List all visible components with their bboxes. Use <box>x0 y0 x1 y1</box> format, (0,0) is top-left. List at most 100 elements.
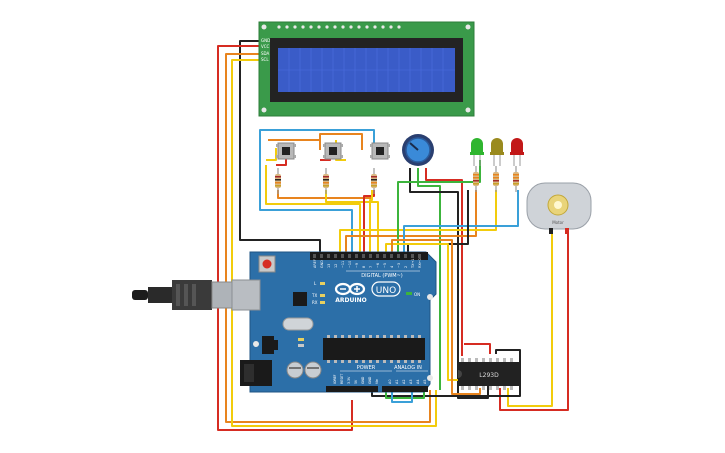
wire-drv-green[interactable] <box>385 388 425 399</box>
pin-a5: A5 <box>423 380 427 384</box>
pin-2: 2 <box>404 266 408 268</box>
resistor-button-3[interactable] <box>371 168 377 194</box>
led-yellow[interactable] <box>490 138 504 166</box>
resistor-button-1[interactable] <box>275 168 281 194</box>
usb-chip <box>293 292 307 306</box>
pin-gnd-1: GND <box>361 376 365 384</box>
pin-5: ~5 <box>383 263 387 268</box>
wire-drv-red-b[interactable] <box>499 230 569 411</box>
lcd-top-pins <box>277 25 401 29</box>
wire-btn3-yellow[interactable] <box>369 190 373 252</box>
uno-badge <box>371 281 401 297</box>
lcd-pin-scl-label: SCL <box>261 57 269 62</box>
resistor-led-3[interactable] <box>513 166 519 192</box>
wire-button-yellow-1[interactable] <box>265 165 361 252</box>
pin-a0: A0 <box>388 380 392 384</box>
led-red[interactable] <box>510 138 524 166</box>
wire-led-green[interactable] <box>397 160 481 252</box>
wire-lcd-scl-yellow[interactable] <box>231 59 437 427</box>
led-green[interactable] <box>470 138 484 166</box>
power-label: POWER <box>357 365 376 371</box>
pin-12: 12 <box>334 264 338 268</box>
push-button-2[interactable] <box>323 142 343 160</box>
pin-a1: A1 <box>395 380 399 384</box>
wire-pot-red[interactable] <box>425 168 463 356</box>
pin-6: ~6 <box>376 263 380 268</box>
l293d-driver[interactable]: L293D <box>458 358 520 390</box>
push-button-1[interactable] <box>276 142 296 160</box>
arduino-brand-label: ARDUINO <box>335 297 366 304</box>
wire-drv-blue[interactable] <box>391 388 413 403</box>
pin-reset: RESET <box>340 374 344 384</box>
wire-button-yellow-2[interactable] <box>266 148 277 161</box>
pin-0-rx: RX←0 <box>418 258 422 268</box>
pin-4: 4 <box>390 266 394 268</box>
crystal <box>282 317 314 331</box>
pin-vin: Vin <box>375 379 379 384</box>
pin-a3: A3 <box>409 380 413 384</box>
power-header <box>326 386 378 392</box>
lcd-module[interactable]: GND VCC SDA SCL <box>258 21 475 117</box>
l293d-label: L293D <box>479 372 499 379</box>
capacitor-1 <box>286 361 304 379</box>
pin-aref: AREF <box>313 259 317 268</box>
voltage-regulator <box>262 336 274 354</box>
reset-button-cap <box>262 259 272 269</box>
wire-button-orange-2[interactable] <box>319 133 363 150</box>
wire-led-orange[interactable] <box>345 190 477 252</box>
potentiometer[interactable] <box>402 134 434 166</box>
lcd-pin-sda-label: SDA <box>261 51 270 56</box>
pin-a4: A4 <box>416 380 420 384</box>
microcontroller-pins <box>327 335 421 363</box>
led-l-label: L <box>314 281 317 286</box>
pin-5v: 5V <box>354 379 358 384</box>
microcontroller-chip <box>323 338 425 360</box>
pin-9: ~9 <box>355 263 359 268</box>
wire-lcd-vcc-red[interactable] <box>217 45 353 431</box>
usb-jack <box>231 279 261 311</box>
pin-8: 8 <box>362 266 366 268</box>
pin-10: ~10 <box>348 261 352 268</box>
pin-a2: A2 <box>402 380 406 384</box>
arduino-uno-board[interactable]: AREF GND 13 12 ~11 ~10 ~9 8 7 ~6 ~5 4 ~3… <box>231 251 437 393</box>
pin-7: 7 <box>369 266 373 268</box>
wire-lcd-gnd[interactable] <box>239 40 321 252</box>
digital-pwm-label: DIGITAL (PWM~) <box>361 273 403 279</box>
lcd-i2c-pins: GND VCC SDA SCL <box>261 38 270 62</box>
pin-gnd-digital: GND <box>320 260 324 268</box>
lcd-mount-hole <box>465 107 471 113</box>
analog-in-label: ANALOG IN <box>394 365 422 371</box>
uno-label: UNO <box>376 286 396 296</box>
wire-drv-red-c[interactable] <box>464 343 491 354</box>
pin-ioref: IOREF <box>333 374 337 384</box>
lcd-mount-hole <box>465 24 471 30</box>
wire-lcd-sda-orange[interactable] <box>225 53 431 423</box>
pin-1-tx: TX→1 <box>411 259 415 269</box>
lcd-mount-hole <box>261 107 267 113</box>
wire-res-yellow[interactable] <box>325 190 379 252</box>
capacitor-2 <box>304 361 322 379</box>
push-button-3[interactable] <box>370 142 390 160</box>
pin-13: 13 <box>327 264 331 268</box>
on-label: ON <box>414 292 420 297</box>
wire-drv-orange[interactable] <box>391 239 481 395</box>
wire-led-yellow[interactable] <box>339 190 497 252</box>
pin-11: ~11 <box>341 261 345 268</box>
analog-pin-labels: A0 A1 A2 A3 A4 A5 <box>388 380 427 384</box>
wire-button-blue-top[interactable] <box>259 129 375 150</box>
pin-3v3: 3.3V <box>347 376 351 384</box>
digital-pin-labels: AREF GND 13 12 ~11 ~10 ~9 8 7 ~6 ~5 4 ~3… <box>313 258 422 269</box>
resistor-led-1[interactable] <box>473 166 479 192</box>
dc-motor[interactable]: Motor <box>526 182 592 234</box>
resistor-led-2[interactable] <box>493 166 499 192</box>
analog-header <box>382 386 428 392</box>
tx-label: TX <box>311 293 317 298</box>
pin-3: ~3 <box>397 263 401 268</box>
arduino-logo-icon <box>334 282 366 296</box>
resistor-button-2[interactable] <box>323 168 329 194</box>
wire-pot-black[interactable] <box>409 168 489 399</box>
wire-pot-green[interactable] <box>417 168 441 390</box>
power-pin-labels: IOREF RESET 3.3V 5V GND GND Vin <box>333 374 379 384</box>
motor-label: Motor <box>552 220 564 225</box>
